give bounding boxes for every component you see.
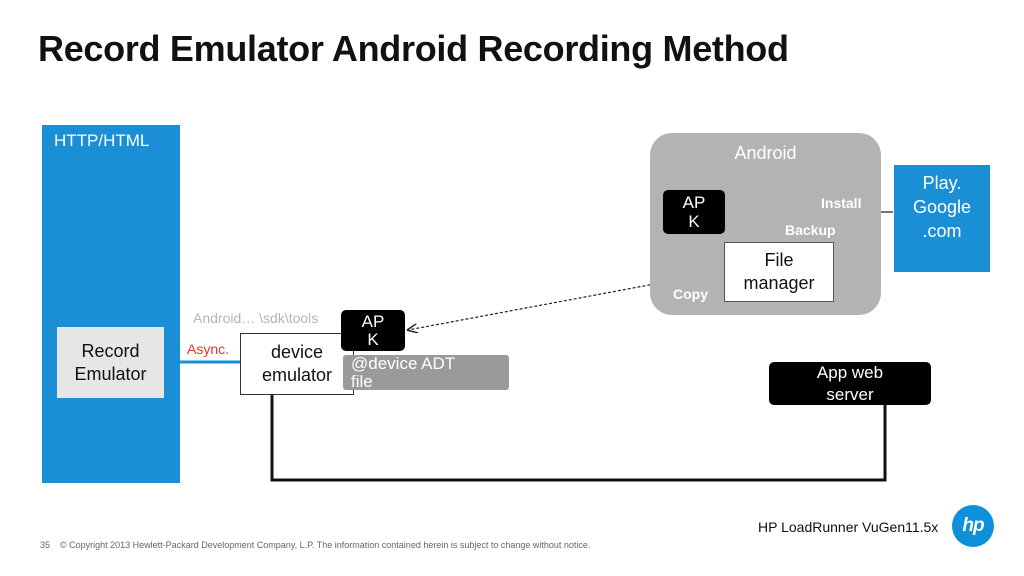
adt-file-box: @device ADT file (343, 355, 509, 390)
record-emulator-box: Record Emulator (57, 327, 164, 398)
android-label: Android (734, 143, 797, 163)
footer-product-name: HP LoadRunner VuGen11.5x (758, 519, 939, 535)
app-web-server-box: App web server (769, 362, 931, 405)
device-emulator-box: device emulator (240, 333, 354, 395)
page-title: Record Emulator Android Recording Method (38, 28, 789, 69)
async-label: Async. (187, 341, 230, 357)
install-label: Install (821, 195, 862, 211)
copyright-notice: © Copyright 2013 Hewlett-Packard Develop… (60, 540, 591, 550)
backup-label: Backup (785, 222, 836, 238)
play-google-box: Play. Google .com (894, 165, 990, 272)
http-html-label: HTTP/HTML (54, 131, 150, 150)
sdk-path-label: Android… \sdk\tools (193, 310, 319, 326)
network-connection (270, 395, 887, 482)
apk-device-box: AP K (341, 310, 405, 351)
copy-label: Copy (673, 286, 708, 302)
http-html-panel: HTTP/HTML (42, 125, 180, 483)
file-manager-box: File manager (724, 242, 834, 302)
page-number: 35 (40, 540, 51, 550)
hp-logo-icon: hp (952, 505, 994, 547)
apk-android-box: AP K (663, 190, 725, 234)
copy-arrow (408, 270, 725, 330)
